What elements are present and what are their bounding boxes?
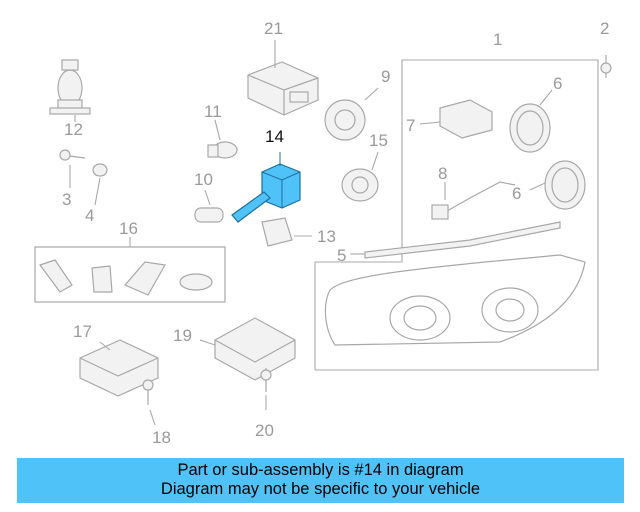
part-14-hid-bulb[interactable] bbox=[231, 152, 301, 223]
part-4-grommet[interactable] bbox=[92, 163, 108, 177]
part-7-actuator[interactable] bbox=[439, 99, 493, 139]
banner-line-2: Diagram may not be specific to your vehi… bbox=[160, 480, 481, 498]
callout-15: 15 bbox=[369, 131, 388, 150]
info-banner: Part or sub-assembly is #14 in diagram D… bbox=[17, 458, 624, 503]
part-6-ring-lower[interactable] bbox=[544, 160, 586, 210]
part-6-ring-upper[interactable] bbox=[509, 103, 551, 153]
part-21-control-module[interactable] bbox=[247, 61, 319, 116]
part-13-socket[interactable] bbox=[261, 217, 293, 247]
part-18-screw[interactable] bbox=[142, 379, 154, 405]
callout-3: 3 bbox=[62, 190, 71, 209]
callout-11: 11 bbox=[204, 102, 222, 121]
part-12-halogen-bulb[interactable] bbox=[49, 59, 91, 115]
callout-9: 9 bbox=[381, 67, 390, 86]
callout-6a: 6 bbox=[553, 74, 562, 93]
callout-1: 1 bbox=[493, 30, 502, 49]
callout-18: 18 bbox=[152, 428, 171, 447]
part-10-bulb[interactable] bbox=[194, 207, 224, 223]
part-8-adjuster[interactable] bbox=[431, 181, 516, 220]
part-20-screw[interactable] bbox=[260, 368, 272, 392]
callout-21: 21 bbox=[264, 19, 283, 38]
callout-6b: 6 bbox=[512, 184, 521, 203]
callout-2: 2 bbox=[600, 19, 609, 38]
part-19-ballast[interactable] bbox=[214, 317, 296, 381]
callout-17: 17 bbox=[73, 322, 92, 341]
parts-diagram: 1 2 3 4 5 6 6 7 8 9 10 11 12 13 14 15 16… bbox=[34, 19, 612, 447]
banner-line-1: Part or sub-assembly is #14 in diagram bbox=[177, 461, 464, 479]
part-16-brackets[interactable] bbox=[39, 259, 213, 296]
part-9-cap[interactable] bbox=[324, 99, 366, 141]
callout-13: 13 bbox=[317, 227, 336, 246]
part-3-screw[interactable] bbox=[59, 149, 86, 161]
part-1-headlamp[interactable] bbox=[324, 254, 586, 346]
callout-19: 19 bbox=[173, 326, 192, 345]
headlamp-assembly-outline bbox=[314, 59, 599, 371]
callout-10: 10 bbox=[194, 170, 213, 189]
part-17-ballast[interactable] bbox=[79, 339, 159, 397]
callout-20: 20 bbox=[255, 421, 274, 440]
callout-5: 5 bbox=[337, 246, 346, 265]
part-15-cap[interactable] bbox=[341, 168, 379, 202]
callout-4: 4 bbox=[85, 206, 94, 225]
callout-16: 16 bbox=[119, 219, 138, 238]
callout-8: 8 bbox=[438, 164, 447, 183]
part-2-screw[interactable] bbox=[600, 55, 612, 78]
callout-14: 14 bbox=[265, 127, 284, 146]
part-11-bulb[interactable] bbox=[207, 141, 238, 159]
part-5-trim-strip[interactable] bbox=[364, 221, 561, 259]
callout-7: 7 bbox=[406, 116, 415, 135]
callout-12: 12 bbox=[64, 120, 83, 139]
